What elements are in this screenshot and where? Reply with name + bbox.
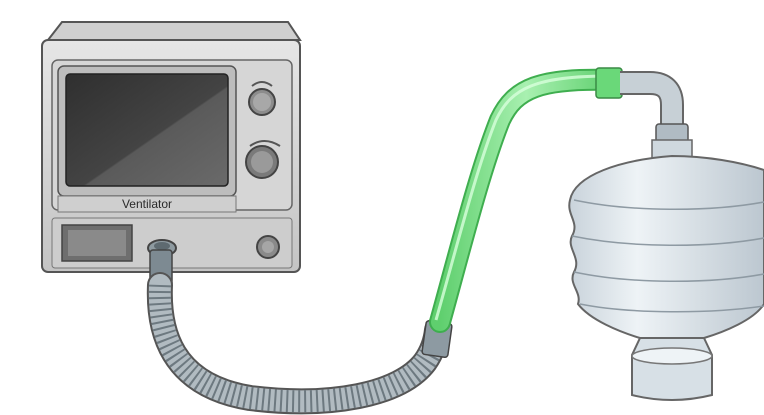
label-plate [57, 195, 237, 213]
casing-top [45, 21, 302, 41]
monitor-screen [65, 73, 229, 187]
reservoir-bag [568, 139, 764, 401]
ventilator-machine: Ventilator [41, 21, 302, 273]
ventilator-label: Ventilator [122, 197, 172, 211]
elbow-connector [620, 71, 689, 143]
knob-top [248, 81, 276, 116]
tube-connector [595, 67, 623, 99]
green-tube [429, 67, 623, 333]
knob-bottom [245, 140, 281, 179]
corrugated-hose [146, 249, 453, 415]
bag-body [568, 154, 764, 339]
